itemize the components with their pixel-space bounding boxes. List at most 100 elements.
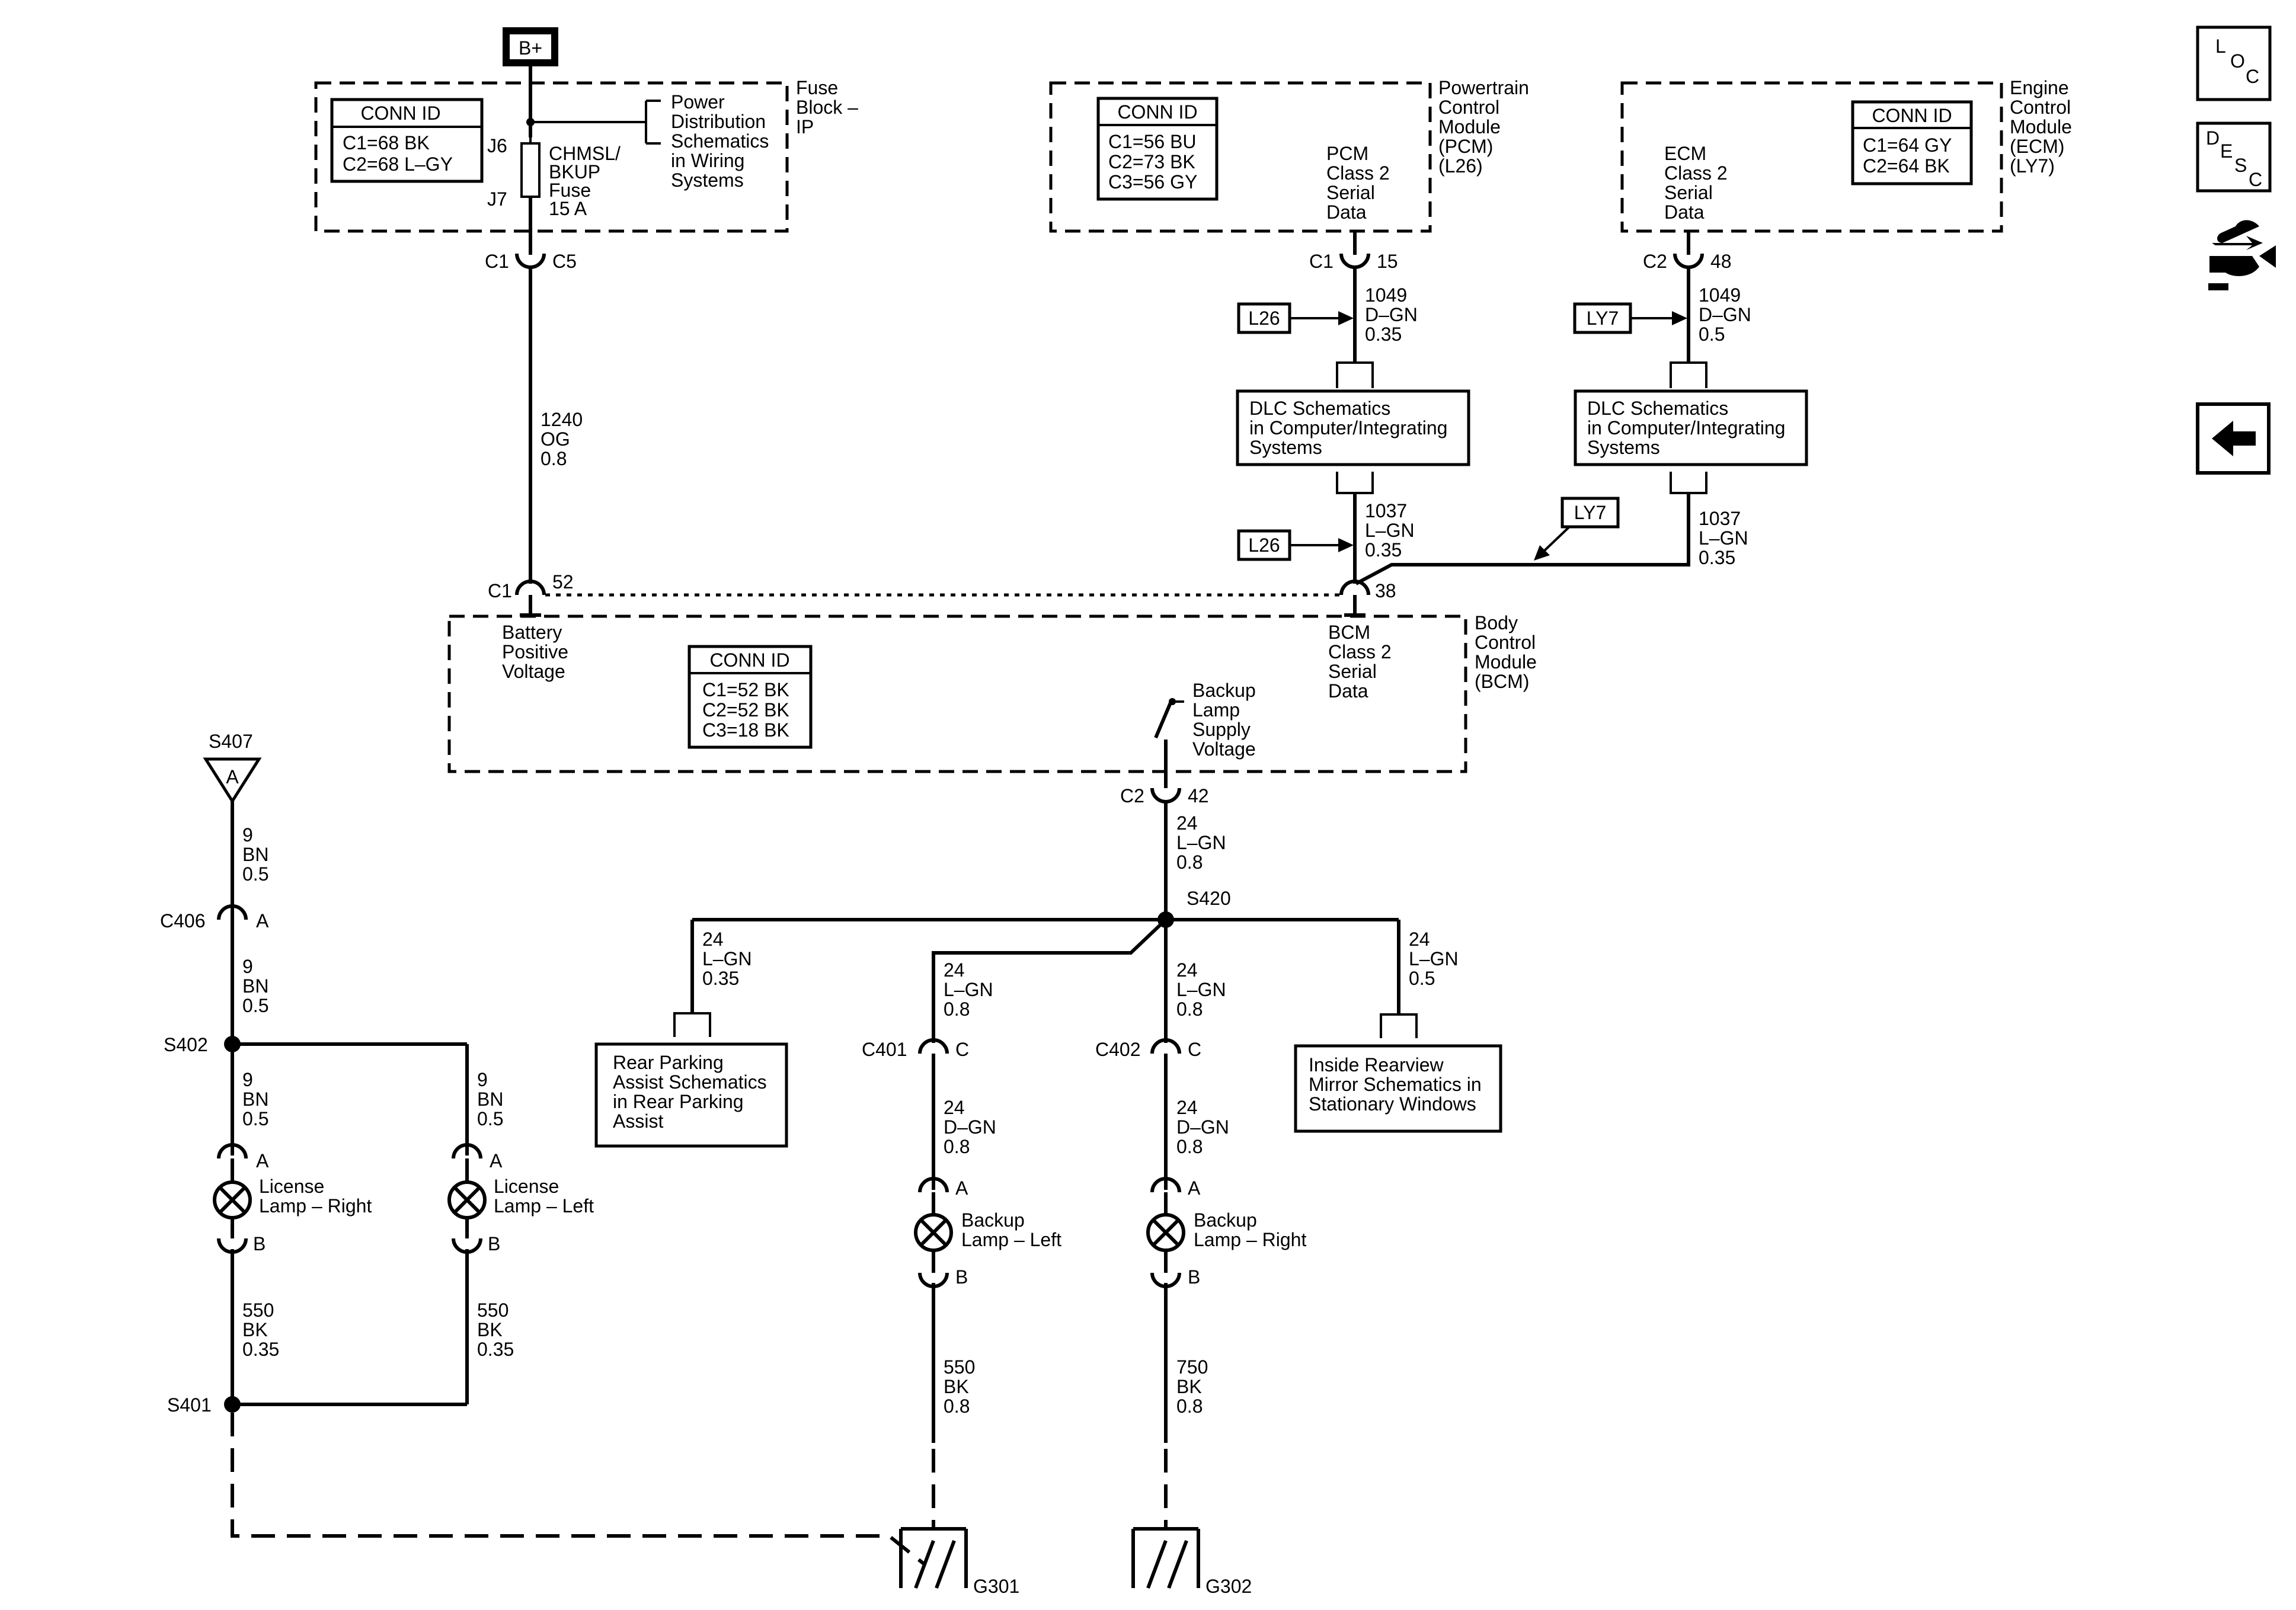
bcm-conn-id: CONN ID C1=52 BK C2=52 BK C3=18 BK <box>687 645 813 749</box>
svg-text:CHMSL/: CHMSL/ <box>549 143 621 164</box>
bcm-pin-42: 42 <box>1188 785 1209 806</box>
license-lamp-left <box>447 1180 487 1219</box>
svg-text:Assist: Assist <box>613 1110 663 1132</box>
wire-1240: 1240 OG 0.8 <box>541 409 583 469</box>
svg-text:C3=18 BK: C3=18 BK <box>702 719 789 741</box>
license-left-pin-b: B <box>488 1233 500 1254</box>
desc-button[interactable]: D E S C <box>2196 121 2272 193</box>
ecm-conn-id: CONN ID C1=64 GY C2=64 BK <box>1851 100 1973 185</box>
wire-24-dgn-right: 24 D–GN 0.8 <box>1176 1097 1229 1157</box>
svg-text:C2=68 L–GY: C2=68 L–GY <box>343 153 453 175</box>
wire-24-dgn-left: 24 D–GN 0.8 <box>944 1097 996 1157</box>
svg-text:E: E <box>2220 140 2233 162</box>
dlc-ecm-bottom-connector <box>1670 472 1707 494</box>
c1-label: C1 <box>485 251 509 272</box>
svg-text:ECM: ECM <box>1664 143 1706 164</box>
wire-1037-ecm: 1037 L–GN 0.35 <box>1699 508 1748 568</box>
svg-text:DLC Schematics: DLC Schematics <box>1249 398 1390 419</box>
fuse-block-conn-id: CONN ID C1=68 BK C2=68 L–GY <box>330 98 484 183</box>
svg-text:L–GN: L–GN <box>1176 832 1226 853</box>
svg-text:Fuse: Fuse <box>796 77 838 98</box>
s401-label: S401 <box>167 1394 212 1416</box>
c401-connector <box>918 1038 949 1054</box>
l26-tag-upper: L26 <box>1237 302 1354 334</box>
ground-g301: G301 <box>899 1527 1019 1597</box>
c402-pin: C <box>1188 1039 1201 1060</box>
svg-text:Rear Parking: Rear Parking <box>613 1052 724 1073</box>
svg-text:Fuse: Fuse <box>549 180 591 201</box>
svg-text:OG: OG <box>541 428 570 450</box>
wire-750: 750 BK 0.8 <box>1176 1356 1208 1417</box>
fuse-block-title: Fuse Block – IP <box>796 77 858 137</box>
license-right-label: License Lamp – Right <box>259 1176 372 1217</box>
svg-text:550: 550 <box>477 1299 509 1321</box>
svg-text:Serial: Serial <box>1328 661 1377 682</box>
svg-text:BCM: BCM <box>1328 622 1370 643</box>
ground-g302: G302 <box>1131 1527 1252 1597</box>
ly7-tag-lower: LY7 <box>1534 497 1620 561</box>
svg-text:(PCM): (PCM) <box>1438 136 1493 157</box>
svg-text:LY7: LY7 <box>1574 502 1607 523</box>
svg-text:Module: Module <box>1475 651 1537 673</box>
svg-text:L26: L26 <box>1248 308 1280 329</box>
svg-text:G301: G301 <box>973 1576 1019 1597</box>
backup-left-a-connector <box>918 1177 949 1193</box>
ecm-c2-label: C2 <box>1643 251 1667 272</box>
svg-text:Serial: Serial <box>1326 182 1375 203</box>
svg-text:Systems: Systems <box>1587 437 1660 458</box>
svg-text:15 A: 15 A <box>549 198 587 219</box>
license-right-pin-a: A <box>256 1150 269 1172</box>
svg-text:Voltage: Voltage <box>502 661 565 682</box>
svg-text:CONN ID: CONN ID <box>360 103 440 124</box>
backup-right-pin-a: A <box>1188 1177 1201 1199</box>
svg-text:C3=56 GY: C3=56 GY <box>1108 171 1197 193</box>
svg-text:0.8: 0.8 <box>1176 998 1203 1020</box>
svg-text:Control: Control <box>1475 632 1536 653</box>
ly7-tag-upper: LY7 <box>1573 302 1687 334</box>
ecm-serial-data: ECM Class 2 Serial Data <box>1664 143 1728 223</box>
connector-hand-icon[interactable] <box>2208 220 2276 291</box>
power-distribution-ref: Power Distribution Schematics in Wiring … <box>671 91 769 191</box>
wire-550-l: 550 BK 0.35 <box>477 1299 514 1360</box>
svg-text:Stationary Windows: Stationary Windows <box>1309 1093 1476 1115</box>
s402-label: S402 <box>164 1034 208 1055</box>
svg-text:BKUP: BKUP <box>549 161 600 183</box>
s401-splice <box>224 1396 241 1413</box>
dlc-pcm-female-connector <box>1336 361 1374 388</box>
svg-text:24: 24 <box>944 1097 965 1118</box>
dlc-pcm-bottom-connector <box>1336 472 1374 494</box>
backup-right-a-connector <box>1150 1177 1181 1193</box>
wire-24-right: 24 L–GN 0.8 <box>1176 959 1226 1020</box>
ecm-outline <box>1620 81 2003 233</box>
svg-text:Distribution: Distribution <box>671 111 766 132</box>
svg-text:Class 2: Class 2 <box>1326 162 1390 184</box>
svg-text:24: 24 <box>1176 959 1198 981</box>
svg-text:550: 550 <box>944 1356 975 1378</box>
back-arrow-button[interactable] <box>2196 402 2271 475</box>
inside-mirror-box: Inside Rearview Mirror Schematics in Sta… <box>1294 1044 1502 1133</box>
s407-splice-pack: S407 A <box>203 731 262 804</box>
svg-text:L–GN: L–GN <box>1409 948 1459 969</box>
backup-lamp-right <box>1146 1213 1185 1252</box>
wire-24-main: 24 L–GN 0.8 <box>1176 812 1226 873</box>
bcm-c2-connector <box>1150 788 1181 804</box>
license-right-pin-b: B <box>253 1233 266 1254</box>
svg-text:Lamp – Right: Lamp – Right <box>259 1195 372 1217</box>
wire-24-mirror: 24 L–GN 0.5 <box>1409 929 1459 989</box>
svg-text:Systems: Systems <box>671 169 744 191</box>
svg-text:(L26): (L26) <box>1438 155 1483 177</box>
loc-button[interactable]: L O C <box>2196 25 2272 101</box>
wire-550-r: 550 BK 0.35 <box>242 1299 279 1360</box>
svg-text:Supply: Supply <box>1192 719 1251 740</box>
svg-text:L–GN: L–GN <box>702 948 752 969</box>
svg-text:Powertrain: Powertrain <box>1438 77 1529 98</box>
svg-text:BN: BN <box>242 975 268 997</box>
svg-text:24: 24 <box>1176 1097 1198 1118</box>
bcm-pin-52: 52 <box>552 571 574 593</box>
svg-text:(ECM): (ECM) <box>2010 136 2064 157</box>
bcm-pin-38: 38 <box>1375 580 1396 601</box>
svg-text:D: D <box>2206 127 2220 149</box>
svg-text:Backup: Backup <box>961 1209 1025 1231</box>
svg-text:D–GN: D–GN <box>1365 304 1418 325</box>
